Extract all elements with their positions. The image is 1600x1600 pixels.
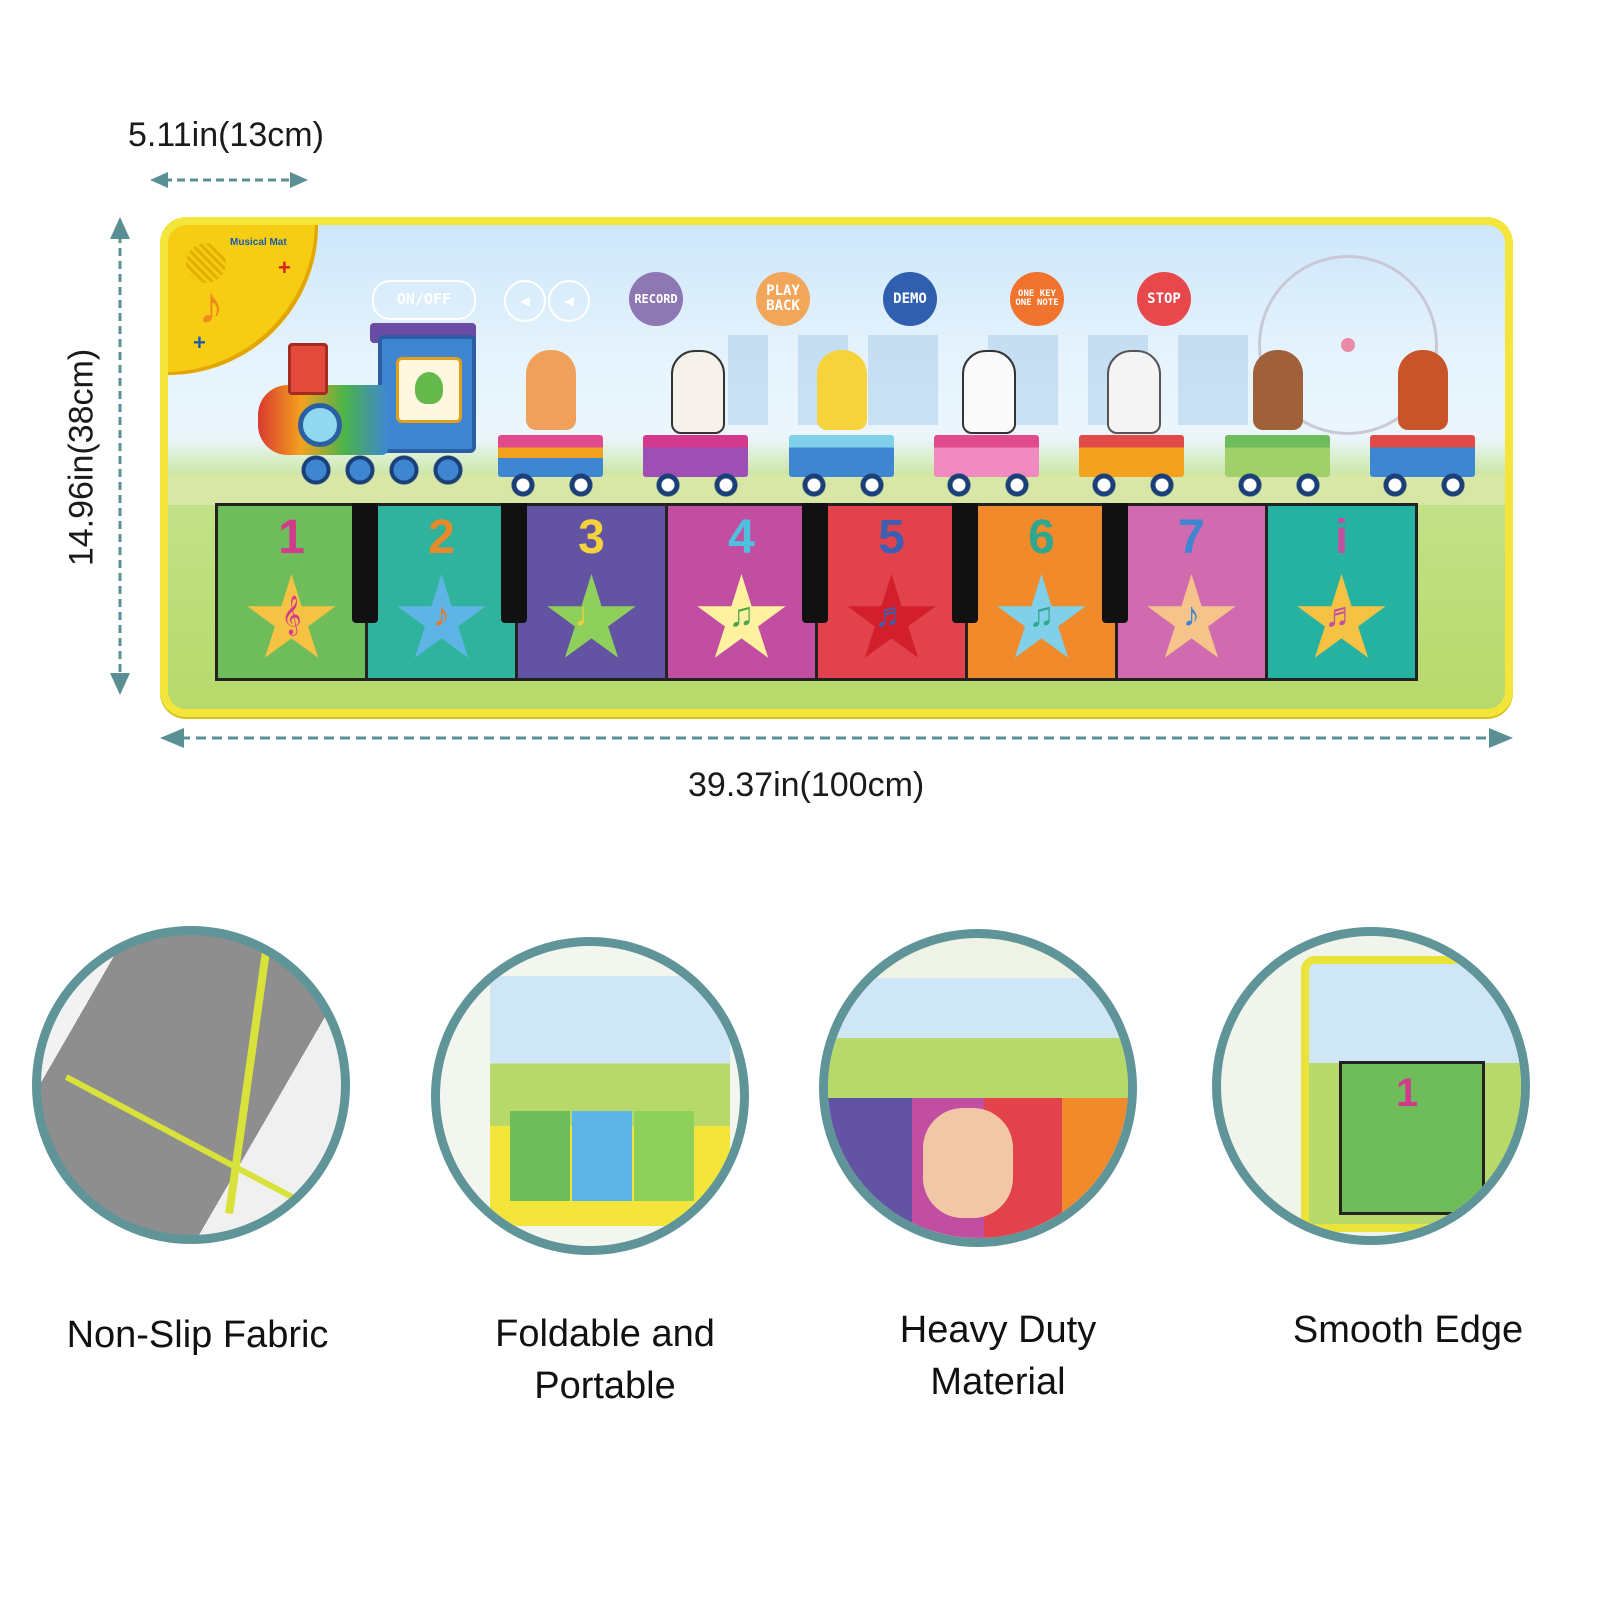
music-note-icon: 𝄞 <box>281 596 302 634</box>
feature-label-foldable: Foldable and Portable <box>495 1313 715 1408</box>
mat-scene: Musical Mat ♪ + + ON/OFF ◀ ◀ RECORD PLAY… <box>168 225 1505 709</box>
feature-label-smooth-edge: Smooth Edge <box>1292 1309 1524 1351</box>
width-label: 39.37in(100cm) <box>688 766 925 804</box>
volume-up-button[interactable]: + <box>278 255 291 280</box>
volume-plus-icon[interactable]: + <box>193 330 206 355</box>
black-key[interactable] <box>802 503 828 623</box>
piano-mat: Musical Mat ♪ + + ON/OFF ◀ ◀ RECORD PLAY… <box>160 217 1513 717</box>
key-number: 4 <box>728 511 755 564</box>
music-note-icon: ♫ <box>1028 596 1055 634</box>
car-dog <box>643 350 749 500</box>
one-key-one-note-button[interactable]: ONE KEY ONE NOTE <box>1010 272 1064 326</box>
chimney <box>288 343 328 395</box>
train-cars <box>498 350 1475 500</box>
cow-icon <box>961 350 1016 434</box>
key-number: 2 <box>428 511 455 564</box>
key-number: 1 <box>278 511 305 564</box>
bird-window <box>396 357 462 423</box>
feature-image-smooth-edge: 1 <box>1212 927 1530 1245</box>
engine-wheels <box>298 455 468 485</box>
ferris-wheel <box>1258 255 1438 435</box>
car-cat <box>498 350 603 500</box>
duck-icon <box>816 350 867 430</box>
black-key[interactable] <box>352 503 378 623</box>
record-button[interactable]: RECORD <box>629 272 683 326</box>
music-note-icon: ♬ <box>1324 596 1359 634</box>
key-number: 7 <box>1178 511 1205 564</box>
train-engine <box>248 323 478 485</box>
height-label: 14.96in(38cm) <box>62 348 101 567</box>
piano-key-2[interactable]: 2♪ <box>368 506 515 678</box>
car-rooster <box>1369 350 1475 500</box>
volume-up-button-2[interactable]: ◀ <box>548 280 590 322</box>
music-note-icon: ♩ <box>574 596 609 634</box>
music-note-icon: ♫ <box>728 596 755 634</box>
car-cow <box>933 350 1039 500</box>
music-note-icon: ♬ <box>874 596 909 634</box>
black-key[interactable] <box>501 503 527 623</box>
key-number: 6 <box>1028 511 1055 564</box>
piano-key-8[interactable]: i♬ <box>1268 506 1415 678</box>
depth-arrow <box>150 170 308 190</box>
speaker-high-icon: ◀ <box>564 290 574 310</box>
feature-image-foldable <box>431 937 749 1255</box>
dog-icon <box>671 350 726 434</box>
piano-key-1[interactable]: 1𝄞 <box>218 506 365 678</box>
speaker-grille-icon <box>186 243 226 283</box>
music-note-icon: ♪ <box>433 596 450 634</box>
black-key[interactable] <box>1102 503 1128 623</box>
depth-label: 5.11in(13cm) <box>128 116 324 154</box>
on-off-button[interactable]: ON/OFF <box>372 280 476 320</box>
volume-down-button[interactable]: ◀ <box>504 280 546 322</box>
feature-image-non-slip <box>32 926 350 1244</box>
height-arrow <box>106 217 134 695</box>
feature-image-heavy-duty <box>819 929 1137 1247</box>
speaker-panel: Musical Mat ♪ + + <box>168 225 318 375</box>
music-note-icon: ♪ <box>198 277 224 335</box>
width-arrow <box>160 724 1513 752</box>
brand-logo: Musical Mat <box>230 237 287 248</box>
car-horse <box>1224 350 1330 500</box>
piano-key-6[interactable]: 6♫ <box>968 506 1115 678</box>
play-back-button[interactable]: PLAY BACK <box>756 272 810 326</box>
feature-label-heavy-duty: Heavy Duty Material <box>899 1309 1097 1404</box>
piano-key-5[interactable]: 5♬ <box>818 506 965 678</box>
stop-button[interactable]: STOP <box>1137 272 1191 326</box>
key-number: 5 <box>878 511 905 564</box>
key-number: 3 <box>578 511 605 564</box>
key-number: i <box>1334 511 1349 564</box>
horse-icon <box>1252 350 1303 430</box>
headlight <box>298 403 342 447</box>
music-note-icon: ♪ <box>1183 596 1200 634</box>
feature-label-non-slip: Non-Slip Fabric <box>66 1314 329 1356</box>
parrot-icon <box>415 372 443 404</box>
demo-button[interactable]: DEMO <box>883 272 937 326</box>
rooster-icon <box>1397 350 1448 430</box>
sheep-icon <box>1107 350 1162 434</box>
car-duck <box>788 350 894 500</box>
cat-icon <box>526 350 576 430</box>
piano-key-3[interactable]: 3♩ <box>518 506 665 678</box>
speaker-low-icon: ◀ <box>520 290 530 310</box>
black-key[interactable] <box>952 503 978 623</box>
piano-key-7[interactable]: 7♪ <box>1118 506 1265 678</box>
piano-key-4[interactable]: 4♫ <box>668 506 815 678</box>
car-sheep <box>1079 350 1185 500</box>
